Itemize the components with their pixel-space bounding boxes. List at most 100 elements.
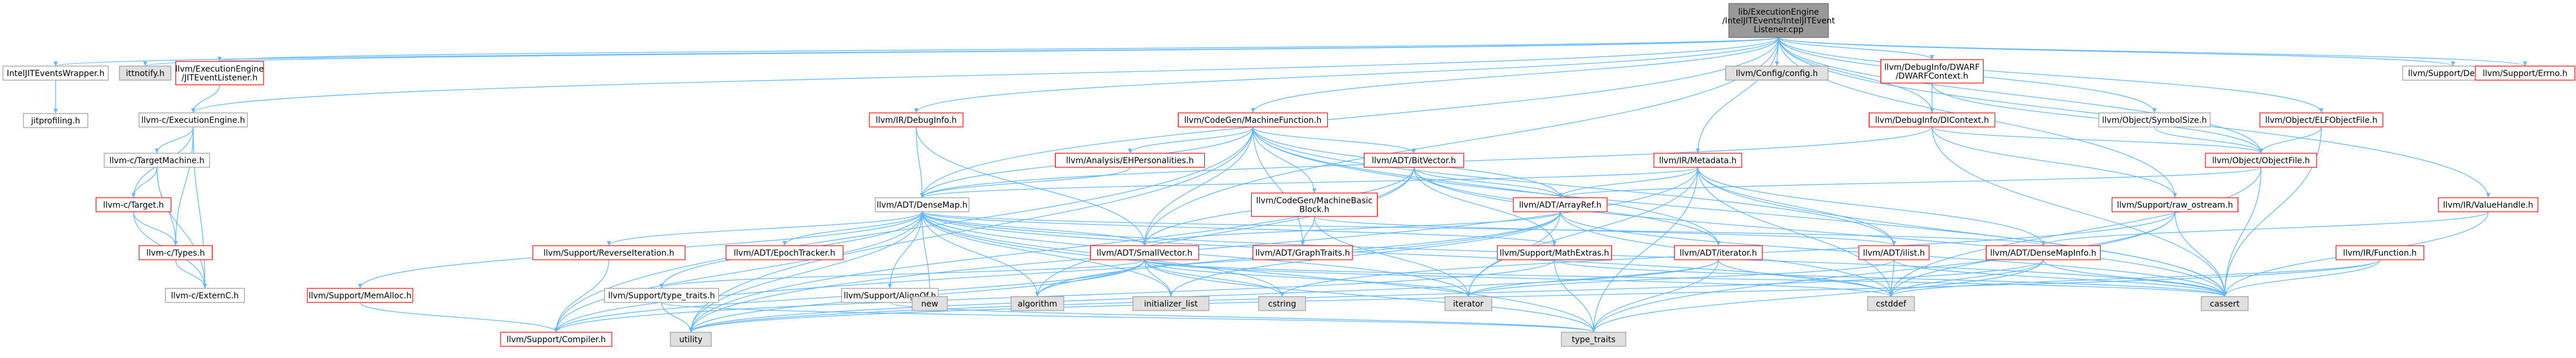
node-iterator[interactable]: iterator [1444,296,1492,311]
node-box-adtiterator [1674,245,1763,260]
edge-dicontext-to-objectfile [1931,126,2263,154]
edge-densemap-to-densemapinfo [922,211,2046,246]
node-rawostream[interactable]: llvm/Support/raw_ostream.h [2111,197,2239,212]
node-box-initlist [1132,296,1210,311]
edge-ilist-to-iterator [1466,259,1895,297]
node-irdebuginfo[interactable]: llvm/IR/DebugInfo.h [869,112,964,128]
node-box-supporterrno [2475,66,2575,81]
node-label-new: new [922,300,938,309]
node-graphtraits[interactable]: llvm/ADT/GraphTraits.h [1252,245,1353,260]
node-ctargetmachine[interactable]: llvm-c/TargetMachine.h [104,153,210,168]
node-utility[interactable]: utility [670,332,712,347]
node-arrayref[interactable]: llvm/ADT/ArrayRef.h [1513,197,1608,212]
edge-bitvector-to-cassert [1413,167,2227,297]
node-memalloc[interactable]: llvm/Support/MemAlloc.h [307,288,413,303]
node-typetraits[interactable]: llvm/Support/type_traits.h [604,288,720,303]
node-densemap[interactable]: llvm/ADT/DenseMap.h [875,197,970,212]
node-adtiterator[interactable]: llvm/ADT/iterator.h [1674,245,1763,260]
node-dicontext[interactable]: llvm/DebugInfo/DIContext.h [1868,112,1996,128]
edge-densemap-to-algorithm [922,211,1040,297]
node-dwarfcontext[interactable]: llvm/DebugInfo/DWARF/DWARFContext.h [1880,59,1984,84]
node-epochtracker[interactable]: llvm/ADT/EpochTracker.h [725,245,844,260]
node-box-algorithm [1010,296,1064,311]
node-label-ittnotify: ittnotify.h [126,69,165,78]
edge-densemapinfo-to-stdtypetraits [1591,259,2044,333]
node-ctypes[interactable]: llvm-c/Types.h [138,245,213,260]
edge-layer [53,37,2527,333]
node-box-cstddef [1867,296,1915,311]
node-cstddef[interactable]: cstddef [1867,296,1915,311]
edge-root-to-dwarfcontext [1778,37,1934,60]
node-new[interactable]: new [912,296,948,311]
node-algorithm[interactable]: algorithm [1010,296,1064,311]
edge-densemapinfo-to-utility [688,259,2044,333]
node-ilist[interactable]: llvm/ADT/ilist.h [1858,245,1930,260]
node-cexec[interactable]: llvm-c/ExecutionEngine.h [138,112,248,128]
node-config[interactable]: llvm/Config/config.h [1725,66,1829,81]
node-compiler[interactable]: llvm/Support/Compiler.h [500,332,612,347]
node-bitvector[interactable]: llvm/ADT/BitVector.h [1364,153,1464,168]
node-elfobjectfile[interactable]: llvm/Object/ELFObjectFile.h [2259,112,2383,128]
edge-root-to-irdebuginfo [914,37,1779,113]
node-label-bitvector: llvm/ADT/BitVector.h [1372,156,1456,166]
edge-densemap-to-initlist [922,211,1173,297]
node-densemapinfo[interactable]: llvm/ADT/DenseMapInfo.h [1985,245,2101,260]
node-box-stdtypetraits [1561,332,1626,347]
node-box-valuehandle [2438,197,2539,212]
node-jitprofiling[interactable]: jitprofiling.h [23,113,88,128]
node-root[interactable]: lib/ExecutionEngine/IntelJITEvents/Intel… [1722,3,1835,38]
node-box-arrayref [1513,197,1608,212]
node-objectfile[interactable]: llvm/Object/ObjectFile.h [2205,153,2317,168]
node-label-root: Listener.cpp [1754,25,1804,35]
node-label-wrapper: IntelJITEventsWrapper.h [7,69,105,78]
node-irmetadata[interactable]: llvm/IR/Metadata.h [1653,153,1742,168]
node-label-cgmbb: Block.h [1299,205,1329,215]
node-smallvector[interactable]: llvm/ADT/SmallVector.h [1090,245,1200,260]
node-stdtypetraits[interactable]: type_traits [1561,332,1626,347]
node-supporterrno[interactable]: llvm/Support/Errno.h [2475,66,2575,81]
edge-ilist-to-cassert [1893,259,2227,297]
edge-ctypes-to-cexternc [175,259,207,289]
edge-cgmbb-to-graphtraits [1300,216,1315,246]
edge-symbolsize-to-objectfile [2154,126,2263,154]
node-wrapper[interactable]: IntelJITEventsWrapper.h [2,66,109,81]
edge-adtiterator-to-utility [688,259,1719,333]
edge-densemap-to-epochtracker [782,211,923,246]
node-box-cexternc [165,288,245,303]
edge-adtiterator-to-stdtypetraits [1591,259,1719,333]
node-ehpersonalities[interactable]: llvm/Analysis/EHPersonalities.h [1054,153,1205,168]
node-box-symbolsize [2098,112,2211,128]
node-box-new [912,296,948,311]
node-label-config: llvm/Config/config.h [1736,69,1818,78]
node-label-algorithm: algorithm [1018,300,1057,309]
node-label-root: lib/ExecutionEngine [1738,8,1819,17]
edge-irfunction-to-cassert [2222,259,2380,297]
node-box-cgmbb [1251,192,1378,217]
edge-elfobjectfile-to-cassert [2222,126,2322,297]
node-box-objectfile [2205,153,2317,168]
node-ctarget[interactable]: llvm-c/Target.h [95,197,172,212]
node-label-cexternc: llvm-c/ExternC.h [171,291,239,301]
edge-cgmbb-to-iterator [1314,216,1471,297]
node-ittnotify[interactable]: ittnotify.h [119,66,172,81]
node-mathextras[interactable]: llvm/Support/MathExtras.h [1496,245,1612,260]
edge-densemap-to-new [922,211,932,297]
node-box-typetraits [604,288,720,303]
node-reverseiteration[interactable]: llvm/Support/ReverseIteration.h [532,245,686,260]
node-cexternc[interactable]: llvm-c/ExternC.h [165,288,245,303]
edge-cgmf-to-smallvector [1142,126,1253,246]
node-box-mathextras [1496,245,1612,260]
node-valuehandle[interactable]: llvm/IR/ValueHandle.h [2438,197,2539,212]
node-cstring[interactable]: cstring [1258,296,1306,311]
node-irfunction[interactable]: llvm/IR/Function.h [2335,245,2424,260]
edge-cgmbb-to-ilist [1314,216,1896,246]
node-label-jitlistener: /JITEventListener.h [181,74,258,83]
edge-irmetadata-to-stdtypetraits [1591,167,1698,333]
node-cgmf[interactable]: llvm/CodeGen/MachineFunction.h [1177,112,1328,128]
node-cassert[interactable]: cassert [2201,296,2249,311]
edge-objectfile-to-cassert [2222,167,2262,297]
node-jitlistener[interactable]: llvm/ExecutionEngine/JITEventListener.h [175,61,264,85]
node-symbolsize[interactable]: llvm/Object/SymbolSize.h [2098,112,2211,128]
node-initlist[interactable]: initializer_list [1132,296,1210,311]
